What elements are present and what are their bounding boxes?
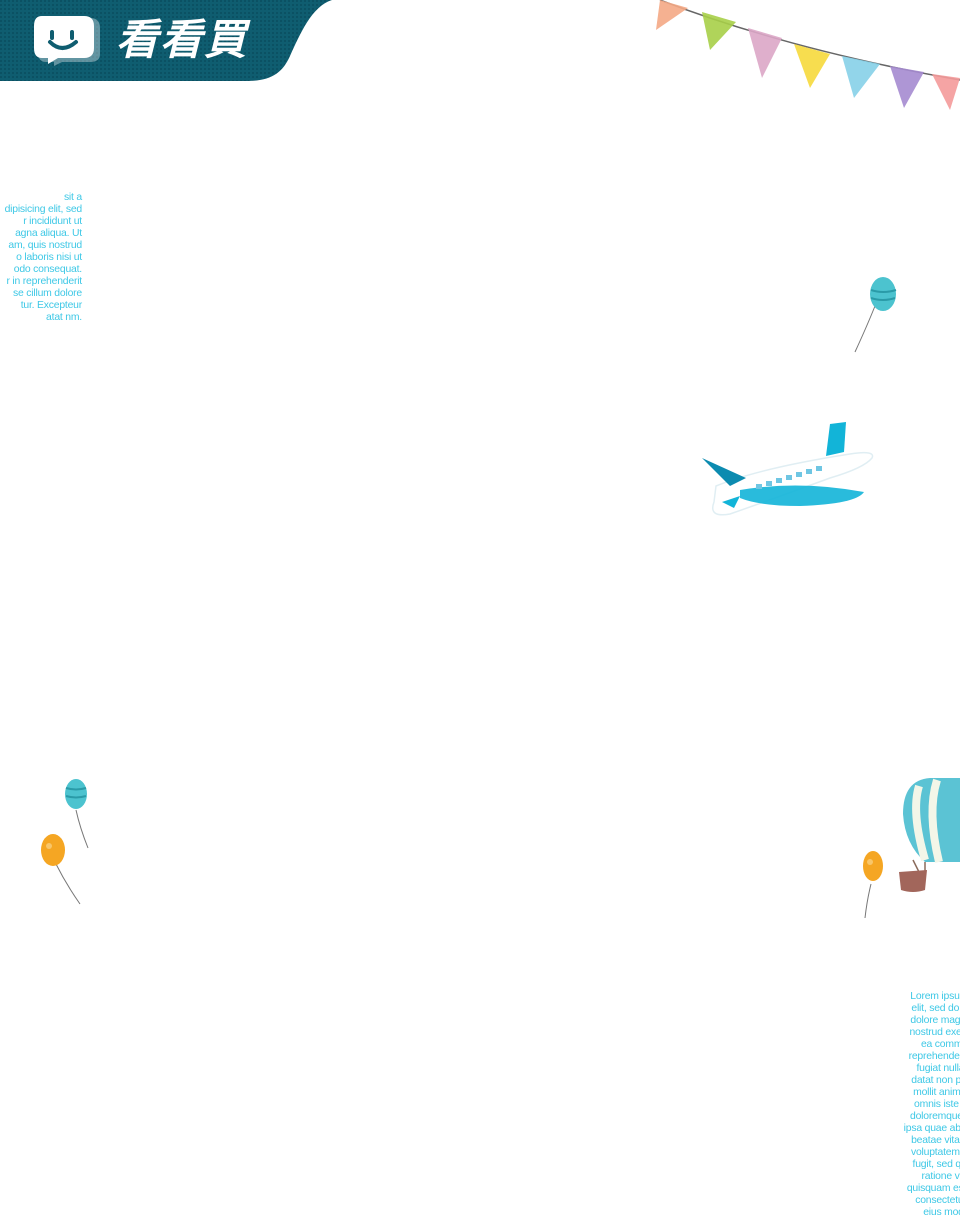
lorem-line: agna aliqua. Ut [15,228,82,239]
lorem-line: omnis iste natus [914,1099,960,1110]
lorem-line: o laboris nisi ut [16,252,82,263]
lorem-line: beatae vitae dicta [911,1135,960,1146]
lorem-line: dolore magna aliq [910,1015,960,1026]
lorem-line: fugit, sed quia co [912,1159,960,1170]
lorem-line: atat nm. [46,312,82,323]
brand-header: 看看買 [0,0,340,82]
lorem-line: odo consequat. [13,264,82,275]
lorem-line: mollit anim id est [913,1087,960,1098]
bunting-flags-icon [656,0,960,110]
lorem-line: fugiat nulla pari [916,1063,960,1074]
airplane-icon [702,422,874,516]
brand-name: 看看買 [116,15,249,64]
lorem-line: ratione volup [921,1171,960,1182]
balloon-pair-icon [41,779,89,905]
lorem-line: nostrud exercitatio [909,1027,960,1038]
lorem-line: consectetur, adi [915,1195,960,1206]
lorem-line: eius modi te [923,1207,960,1218]
lorem-text-right: Lorem ipsum doloelit, sed do eiusmdolore… [860,991,960,1219]
lorem-line: reprehenderit in vo [908,1051,960,1062]
lorem-line: ipsa quae ab illo inve [903,1123,960,1134]
lorem-line: r incididunt ut [23,216,82,227]
lorem-line: doloremque lauda [910,1111,960,1122]
lorem-line: voluptatem quia v [910,1147,960,1158]
lorem-line: quisquam est, qui d [906,1183,960,1194]
lorem-line: dipisicing elit, sed [4,204,83,215]
lorem-line: tur. Excepteur [20,300,83,311]
lorem-line: sit a [63,192,82,203]
lorem-line: Lorem ipsum dolo [910,991,960,1002]
lorem-line: se cillum dolore [13,288,82,299]
teal-balloon-icon [854,277,897,353]
lorem-line: datat non proiden [911,1075,960,1086]
lorem-line: am, quis nostrud [8,240,82,251]
lorem-line: ea commodo [920,1039,960,1050]
lorem-line: r in reprehenderit [6,276,82,287]
speech-bubble-smile-icon [34,16,100,66]
hot-air-balloon-icon [863,778,960,919]
